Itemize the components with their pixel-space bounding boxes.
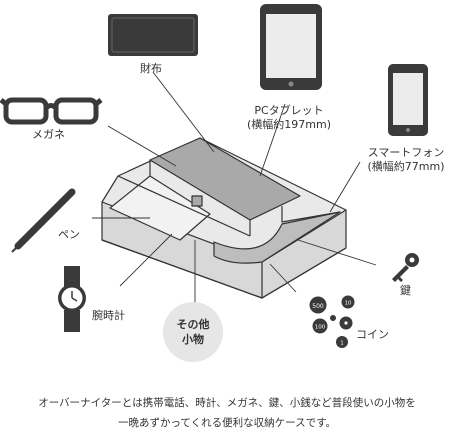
smartphone-size: (横幅約77mm) bbox=[367, 160, 445, 173]
coins-group: 500 10 100 1 bbox=[309, 295, 355, 348]
key-icon bbox=[392, 253, 419, 282]
misc-items-badge: その他 小物 bbox=[163, 302, 223, 362]
coin-10 bbox=[341, 295, 355, 309]
glasses-label: メガネ bbox=[32, 128, 65, 141]
misc-line-1: その他 bbox=[176, 318, 210, 331]
caption-line-1: オーバーナイターとは携帯電話、時計、メガネ、鍵、小銭など普段使いの小物を bbox=[38, 397, 416, 409]
key-label: 鍵 bbox=[400, 284, 411, 297]
wallet-icon bbox=[108, 14, 198, 56]
watch-label: 腕時計 bbox=[92, 309, 125, 322]
misc-line-2: 小物 bbox=[182, 333, 204, 346]
svg-text:500: 500 bbox=[312, 303, 324, 310]
pen-icon bbox=[11, 188, 76, 253]
svg-text:1: 1 bbox=[340, 341, 344, 347]
wallet-label: 財布 bbox=[140, 62, 162, 75]
pen-label: ペン bbox=[58, 228, 80, 241]
watch-icon bbox=[58, 266, 86, 332]
svg-text:10: 10 bbox=[345, 301, 351, 307]
smartphone-name: スマートフォン bbox=[367, 146, 445, 159]
caption-line-2: 一晩あずかってくれる便利な収納ケースです。 bbox=[117, 417, 337, 429]
glasses-icon bbox=[0, 97, 103, 125]
smartphone-label: スマートフォン (横幅約77mm) bbox=[358, 146, 454, 174]
tablet-size: (横幅約197mm) bbox=[246, 118, 331, 131]
caption: オーバーナイターとは携帯電話、時計、メガネ、鍵、小銭など普段使いの小物を 一晩あ… bbox=[0, 393, 454, 433]
tablet-name: PCタブレット bbox=[254, 104, 324, 117]
coin-1 bbox=[336, 336, 348, 348]
coin-500 bbox=[309, 296, 327, 314]
coin-label: コイン bbox=[356, 328, 389, 341]
tablet-label: PCタブレット (横幅約197mm) bbox=[234, 104, 344, 132]
leader-lines bbox=[92, 71, 377, 306]
tray-illustration bbox=[101, 137, 347, 299]
coin-100 bbox=[312, 318, 328, 334]
svg-text:100: 100 bbox=[315, 325, 326, 331]
tablet-icon bbox=[260, 4, 322, 90]
smartphone-icon bbox=[388, 64, 428, 136]
